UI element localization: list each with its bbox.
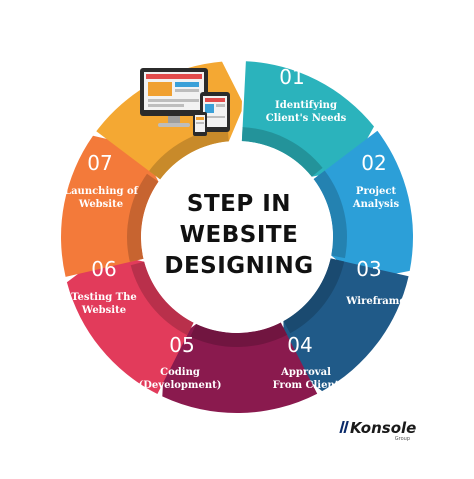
step-label-01-line-2: Client's Needs <box>266 113 347 124</box>
step-number-02: 02 <box>361 151 386 175</box>
step-number-06: 06 <box>91 257 116 281</box>
center-disc <box>141 141 333 333</box>
brand-logo: Konsole Group <box>339 419 416 442</box>
step-label-01-line-1: Identifying <box>275 100 337 111</box>
step-inner-band-01 <box>241 127 323 177</box>
brand-name: Konsole <box>350 419 416 437</box>
step-number-04: 04 <box>287 333 312 357</box>
center-title-line-2: WEBSITE <box>180 222 299 248</box>
step-segment-03 <box>283 258 409 392</box>
step-segment-05 <box>66 254 194 394</box>
step-number-05: 05 <box>169 333 194 357</box>
brand-sub: Group <box>395 436 410 442</box>
step-inner-band-06 <box>126 173 159 262</box>
step-inner-band-03 <box>283 258 345 334</box>
step-label-06-line-1: Testing The <box>71 292 137 303</box>
step-label-03-line-1: Wireframe <box>345 296 405 307</box>
devices-icon <box>140 68 230 136</box>
step-number-03: 03 <box>356 257 381 281</box>
step-label-04-line-1: Approval <box>280 367 331 378</box>
step-label-07-line-1: Launching of <box>64 186 139 197</box>
step-label-02-line-2: Analysis <box>352 199 400 210</box>
step-number-07: 07 <box>87 151 112 175</box>
center-title-line-3: DESIGNING <box>164 253 313 279</box>
step-segment-04 <box>162 322 318 414</box>
step-label-05-line-1: Coding <box>160 367 200 378</box>
step-label-02-line-1: Project <box>356 186 397 197</box>
step-label-06-line-2: Website <box>81 305 126 316</box>
step-label-07-line-2: Website <box>78 199 123 210</box>
step-inner-band-07 <box>149 127 229 180</box>
step-label-04-line-2: From Client <box>273 380 340 391</box>
step-number-01: 01 <box>279 65 304 89</box>
center-title-line-1: STEP IN <box>187 191 291 217</box>
step-inner-band-02 <box>313 170 347 259</box>
step-inner-band-04 <box>190 322 288 347</box>
step-label-05-line-2: (Development) <box>139 380 222 391</box>
step-inner-band-05 <box>130 261 194 336</box>
